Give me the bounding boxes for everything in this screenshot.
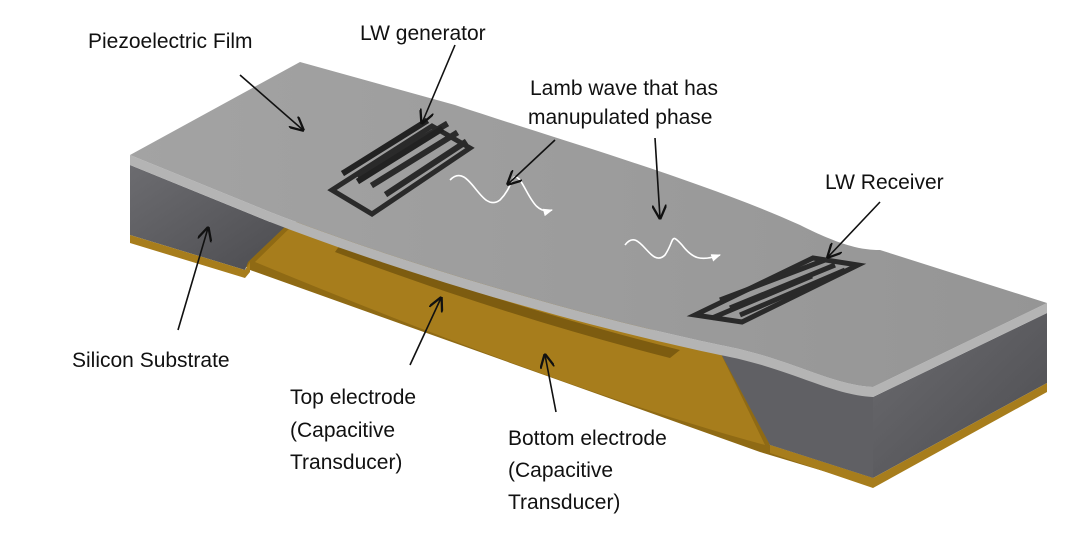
lamb-wave-2 <box>624 237 721 262</box>
arrow-top-electrode <box>409 298 441 366</box>
label-lamb-wave-line2: manupulated phase <box>528 106 712 129</box>
label-top-electrode-line3: Transducer) <box>290 451 402 474</box>
arrow-lw-receiver <box>828 201 881 257</box>
arrow-bottom-electrode <box>545 355 557 413</box>
label-piezo-film: Piezoelectric Film <box>88 30 253 53</box>
label-bottom-electrode-line1: Bottom electrode <box>508 427 667 450</box>
label-lw-receiver: LW Receiver <box>825 171 944 194</box>
label-bottom-electrode-line3: Transducer) <box>508 491 620 514</box>
arrow-silicon-substrate <box>177 228 208 331</box>
label-lw-generator: LW generator <box>360 22 486 45</box>
arrow-lw-generator <box>422 44 456 123</box>
silicon-substrate-left-front <box>130 165 290 270</box>
arrow-piezo-film <box>239 74 303 130</box>
lamb-wave-1 <box>449 174 553 217</box>
label-lamb-wave-line1: Lamb wave that has <box>530 77 718 100</box>
silicon-substrate-right-gold <box>770 383 1047 488</box>
lw-generator-idt <box>327 117 475 217</box>
label-top-electrode-line2: (Capacitive <box>290 419 395 442</box>
label-silicon-substrate: Silicon Substrate <box>72 349 230 372</box>
piezo-film-top <box>130 62 1047 387</box>
bottom-electrode-top-face <box>255 218 765 445</box>
top-electrode <box>335 245 680 358</box>
silicon-substrate-right-side <box>873 313 1047 478</box>
silicon-substrate-right-slope <box>720 352 873 478</box>
arrow-lamb-wave-1 <box>508 139 556 184</box>
arrow-lamb-wave-2 <box>655 137 660 218</box>
label-bottom-electrode-line2: (Capacitive <box>508 459 613 482</box>
lw-receiver-idt <box>686 255 867 325</box>
label-top-electrode-line1: Top electrode <box>290 386 416 409</box>
silicon-substrate-left-gold <box>130 235 250 278</box>
